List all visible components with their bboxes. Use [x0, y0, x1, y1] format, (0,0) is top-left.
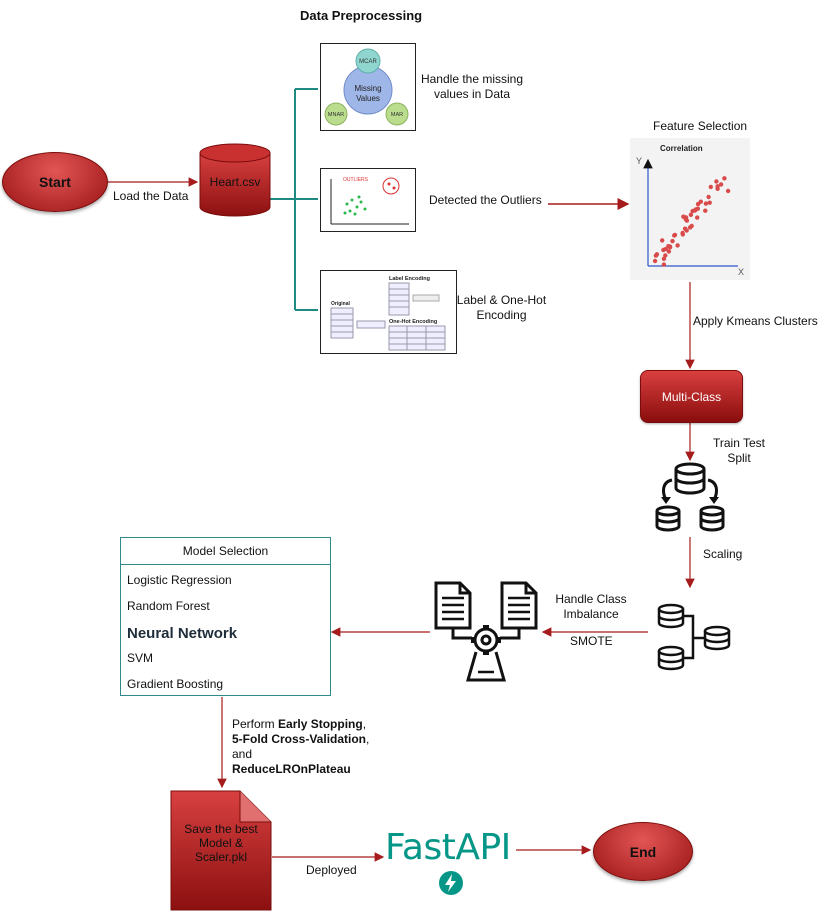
correlation-dot	[706, 194, 711, 200]
save-model-node[interactable]	[170, 790, 272, 911]
correlation-dot	[683, 217, 688, 222]
model-selection-header: Model Selection	[121, 538, 330, 565]
correlation-dot	[667, 245, 673, 250]
correlation-dot	[663, 253, 668, 258]
correlation-dot	[675, 243, 680, 248]
kmeans-label: Apply Kmeans Clusters	[693, 314, 818, 328]
correlation-dot	[722, 176, 727, 181]
correlation-image: Correlation Y X	[630, 138, 750, 280]
start-label: Start	[39, 174, 71, 190]
database-node[interactable]	[198, 143, 272, 219]
correlation-dot	[695, 201, 701, 207]
missing-values-image: MCAR Missing Values MNAR MAR	[320, 43, 416, 131]
correlation-dot	[682, 226, 688, 231]
outliers-caption: Detected the Outliers	[429, 193, 542, 207]
model-item-logistic[interactable]: Logistic Regression	[127, 573, 232, 587]
correlation-dot	[661, 256, 667, 261]
training-early-stopping: Early Stopping	[278, 717, 363, 731]
database-label: Heart.csv	[209, 175, 261, 189]
correlation-dot	[715, 186, 720, 191]
deployed-label: Deployed	[306, 863, 357, 877]
mcar-text: MCAR	[359, 59, 377, 65]
correlation-dot	[661, 247, 666, 253]
correlation-dot	[695, 215, 700, 220]
correlation-dot	[661, 262, 667, 267]
feature-caption: Feature Selection	[653, 119, 748, 133]
correlation-dot	[660, 238, 665, 243]
model-item-random-forest[interactable]: Random Forest	[127, 599, 210, 613]
label-encoding-title: Label Encoding	[389, 276, 430, 282]
database-network-icon	[657, 603, 731, 671]
start-node[interactable]: Start	[2, 152, 108, 212]
training-comma: ,	[362, 717, 367, 731]
correlation-dot	[725, 188, 731, 194]
correlation-dot	[703, 208, 708, 213]
training-cv: 5-Fold Cross-Validation	[232, 732, 367, 746]
outliers-image: OUTLIERS	[320, 168, 416, 232]
database-split-icon	[655, 462, 725, 532]
encoding-image: Label Encoding Original One-Hot Encoding	[320, 270, 457, 354]
original-title: Original	[331, 301, 351, 307]
end-label: End	[629, 843, 657, 860]
multiclass-label: Multi-Class	[661, 389, 722, 404]
documents-gear-icon	[434, 581, 538, 682]
missing-caption: Handle the missing values in Data	[420, 72, 524, 101]
training-and: and	[232, 747, 253, 761]
save-label: Save the best Model & Scaler.pkl	[184, 822, 258, 864]
missing-center-text-1: Missing	[354, 84, 381, 93]
scaling-label: Scaling	[703, 547, 743, 561]
missing-center-text-2: Values	[356, 94, 380, 103]
fastapi-bolt-icon	[439, 871, 463, 895]
correlation-dot	[718, 182, 724, 187]
correlation-dot	[670, 238, 675, 244]
correlation-dot	[703, 201, 709, 206]
load-data-label: Load the Data	[113, 189, 189, 203]
y-axis-text: Y	[636, 156, 642, 166]
model-selection-panel: Model Selection Logistic Regression Rand…	[120, 537, 331, 696]
correlation-dot	[693, 207, 698, 212]
training-lr: ReduceLROnPlateau	[232, 762, 351, 776]
correlation-dot	[672, 232, 678, 238]
correlation-title: Correlation	[660, 144, 703, 153]
correlation-dot	[708, 184, 713, 190]
mar-text: MAR	[391, 112, 403, 118]
training-prefix: Perform	[232, 717, 279, 731]
imbalance-label: Handle Class Imbalance	[555, 592, 627, 621]
onehot-title: One-Hot Encoding	[389, 319, 437, 325]
mnar-text: MNAR	[328, 112, 344, 118]
x-axis-text: X	[738, 267, 744, 277]
correlation-dot	[652, 258, 658, 264]
model-item-svm[interactable]: SVM	[127, 651, 154, 665]
outliers-tag: OUTLIERS	[343, 177, 369, 183]
training-note: Perform Early Stopping, 5-Fold Cross-Val…	[232, 717, 370, 776]
correlation-dot	[666, 249, 672, 254]
split-label: Train Test Split	[712, 436, 766, 465]
multiclass-node[interactable]: Multi-Class	[640, 370, 743, 423]
model-item-gradient-boosting[interactable]: Gradient Boosting	[127, 677, 224, 691]
diagram-title: Data Preprocessing	[300, 8, 423, 23]
model-item-neural-network[interactable]: Neural Network	[127, 625, 238, 642]
correlation-dot	[688, 212, 694, 217]
correlation-dot	[707, 200, 712, 205]
preprocessing-branch	[270, 88, 318, 311]
encoding-caption: Label & One-Hot Encoding	[456, 293, 547, 322]
correlation-dot	[714, 179, 719, 184]
end-node[interactable]: End	[593, 822, 693, 881]
fastapi-logo-text: FastAPI	[385, 827, 511, 868]
correlation-dot	[680, 232, 685, 237]
correlation-dot	[654, 252, 660, 257]
correlation-dot	[689, 223, 694, 229]
smote-label: SMOTE	[570, 634, 613, 648]
